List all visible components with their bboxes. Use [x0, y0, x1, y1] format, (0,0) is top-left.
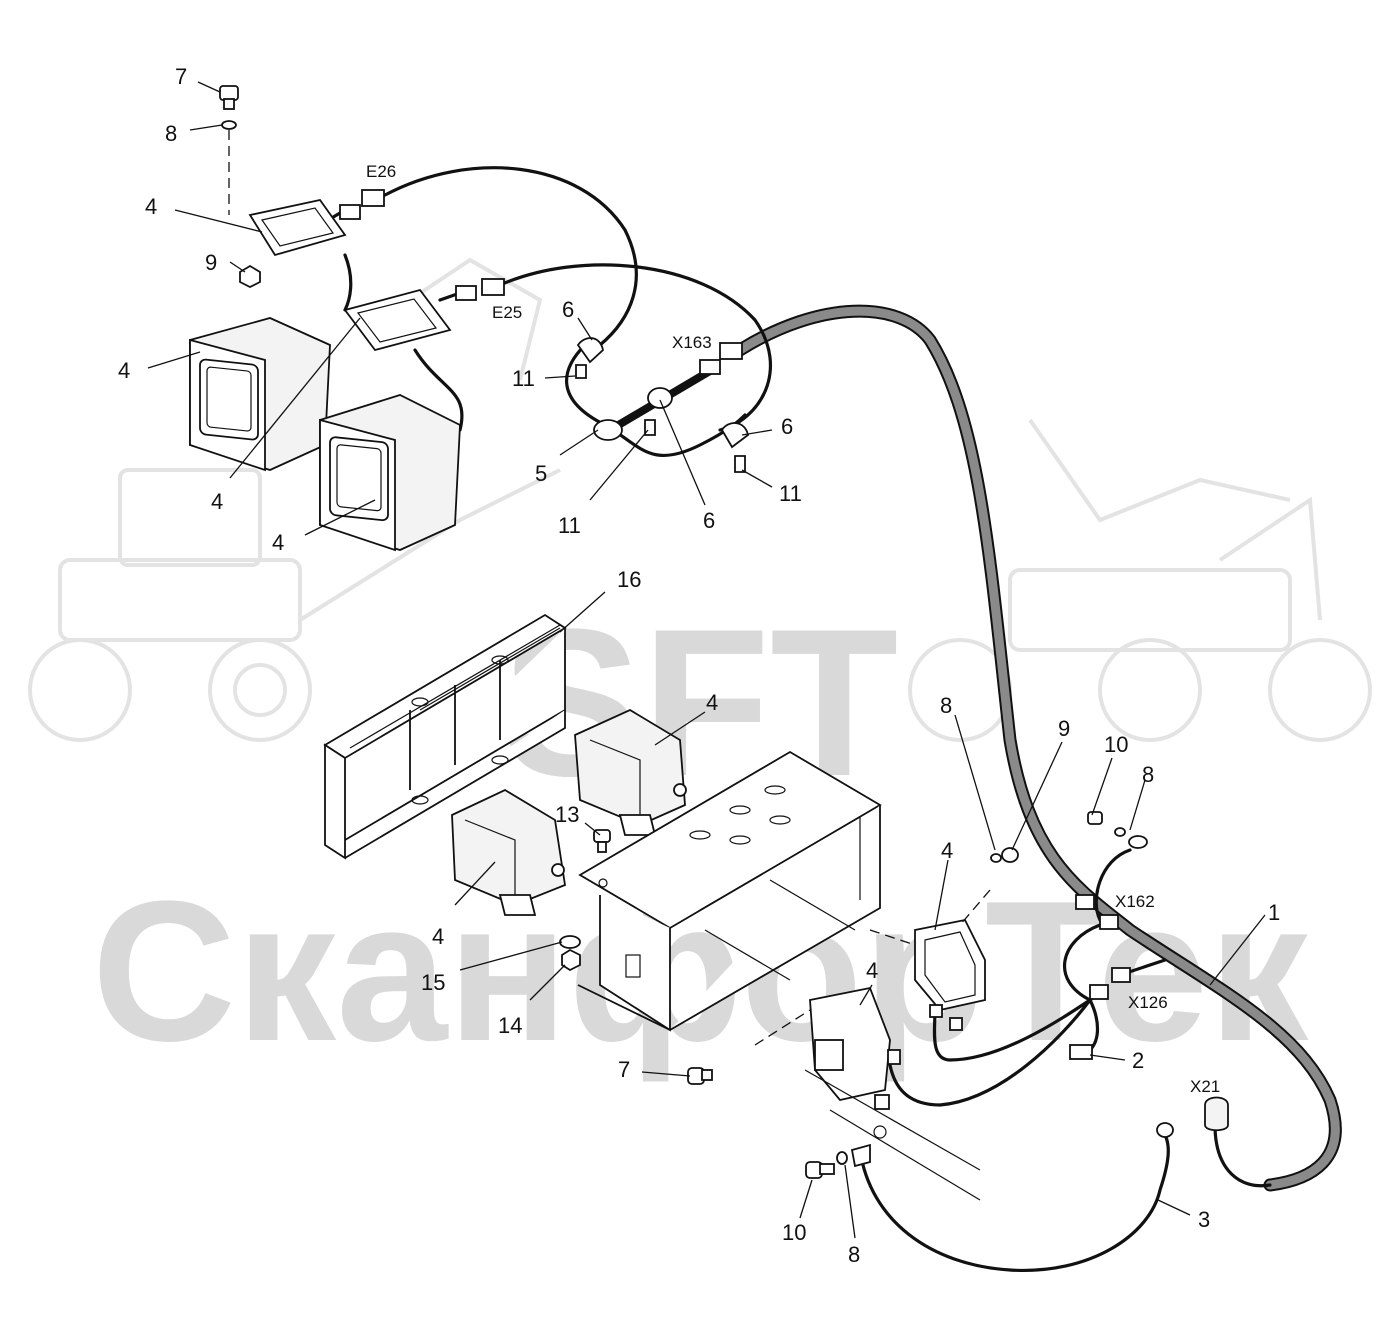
work-lamp-icon — [451, 788, 566, 916]
callout-4: 4 — [866, 958, 878, 983]
callout-6: 6 — [562, 297, 574, 322]
connector-label-x163: X163 — [672, 333, 712, 352]
callout-10: 10 — [1104, 732, 1128, 757]
callout-8: 8 — [848, 1242, 860, 1267]
callout-4: 4 — [432, 924, 444, 949]
mounting-bracket — [323, 613, 567, 860]
callout-7: 7 — [618, 1057, 630, 1082]
callout-7: 7 — [175, 64, 187, 89]
callout-1: 1 — [1268, 900, 1280, 925]
work-lamp-icon — [189, 317, 331, 472]
callout-16: 16 — [617, 567, 641, 592]
callout-8: 8 — [165, 121, 177, 146]
callout-4: 4 — [145, 194, 157, 219]
callout-4: 4 — [272, 530, 284, 555]
callout-4: 4 — [941, 838, 953, 863]
callout-15: 15 — [421, 970, 445, 995]
connector-label-x162: X162 — [1115, 892, 1155, 911]
callout-8: 8 — [1142, 762, 1154, 787]
callout-4: 4 — [118, 358, 130, 383]
box-frame — [559, 750, 882, 1085]
nut-icon — [239, 264, 261, 289]
callout-3: 3 — [1198, 1207, 1210, 1232]
callout-14: 14 — [498, 1013, 522, 1038]
callout-4: 4 — [211, 489, 223, 514]
connector-label-x126: X126 — [1128, 993, 1168, 1012]
main-harness — [733, 304, 1342, 1192]
leader-lines — [147, 81, 1266, 1239]
callout-8: 8 — [940, 693, 952, 718]
callout-10: 10 — [782, 1220, 806, 1245]
work-lamp-icon — [574, 708, 687, 836]
connector-labels: E26 E25 X163 X162 X126 X21 — [366, 162, 1220, 1096]
callout-13: 13 — [555, 802, 579, 827]
washer-icon — [221, 120, 237, 130]
watermark-vehicle-right — [908, 418, 1372, 742]
watermark-vehicle-left — [28, 257, 561, 742]
connector-label-e26: E26 — [366, 162, 396, 181]
callout-11: 11 — [512, 366, 535, 391]
callout-2: 2 — [1132, 1048, 1144, 1073]
right-hardware — [754, 811, 1229, 1201]
connector-label-e25: E25 — [492, 303, 522, 322]
callout-6: 6 — [781, 414, 793, 439]
bolt-icon — [219, 85, 239, 110]
top-left-lamps — [189, 85, 505, 552]
callout-11: 11 — [558, 513, 581, 538]
callout-9: 9 — [205, 250, 217, 275]
cable-clamps — [575, 337, 749, 473]
callout-9: 9 — [1058, 716, 1070, 741]
connector-label-x21: X21 — [1190, 1077, 1220, 1096]
work-lamp-icon — [319, 394, 461, 552]
callout-5: 5 — [535, 461, 547, 486]
callout-11: 11 — [779, 481, 802, 506]
callout-6: 6 — [703, 508, 715, 533]
callout-4: 4 — [706, 690, 718, 715]
callout-numbers: 7 8 4 9 4 4 4 6 11 5 11 6 6 11 16 4 13 4… — [118, 64, 1280, 1267]
